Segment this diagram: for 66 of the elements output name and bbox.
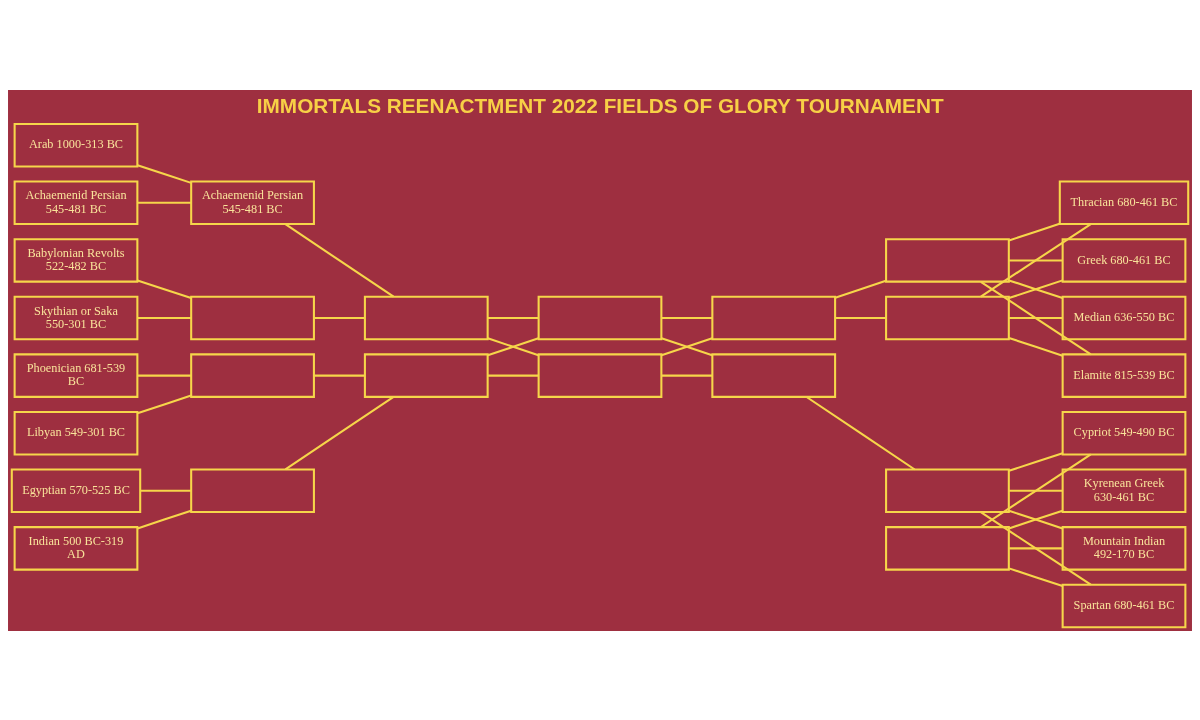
connector — [661, 316, 713, 319]
connector — [314, 374, 365, 377]
connector — [980, 280, 1092, 355]
node-box: Babylonian Revolts 522-482 BC — [13, 237, 139, 283]
connector — [806, 395, 916, 470]
node-box — [190, 352, 315, 398]
node-box: Libyan 549-301 BC — [13, 410, 139, 455]
node-box: Median 636-550 BC — [1061, 295, 1187, 340]
node-box — [885, 295, 1010, 340]
node-box — [711, 352, 837, 398]
node-box — [885, 525, 1010, 571]
connector — [1008, 336, 1063, 357]
connector — [1008, 278, 1063, 299]
node-box: Achaemenid Persian 545-481 BC — [13, 180, 139, 225]
connector — [1009, 316, 1063, 319]
connector — [834, 279, 887, 299]
node-box — [885, 468, 1010, 513]
node-box: Achaemenid Persian 545-481 BC — [190, 180, 315, 225]
node-box — [711, 295, 837, 340]
connector — [137, 509, 192, 529]
node-box: Cypriot 549-490 BC — [1061, 410, 1187, 455]
node-box: Phoenician 681-539 BC — [13, 352, 139, 398]
node-box: Elamite 815-539 BC — [1061, 352, 1187, 398]
node-box — [363, 295, 489, 340]
node-box: Thracian 680-461 BC — [1058, 180, 1190, 225]
connector — [137, 316, 192, 319]
node-box: Kyrenean Greek 630-461 BC — [1061, 468, 1187, 513]
node-box: Greek 680-461 BC — [1061, 237, 1187, 283]
connector — [137, 394, 192, 414]
connector — [487, 374, 539, 377]
node-box — [537, 352, 663, 398]
connector — [487, 336, 539, 356]
node-box: Mountain Indian 492-170 BC — [1061, 525, 1187, 571]
node-box — [190, 468, 315, 513]
connector — [1008, 222, 1060, 241]
connector — [487, 316, 539, 319]
node-box: Spartan 680-461 BC — [1061, 583, 1187, 628]
node-box: Arab 1000-313 BC — [13, 122, 139, 167]
diagram-title: IMMORTALS REENACTMENT 2022 FIELDS OF GLORY TOURNAMENT — [256, 93, 944, 117]
node-box — [537, 295, 663, 340]
node-box — [190, 295, 315, 340]
connector — [1009, 489, 1063, 492]
connector — [661, 336, 713, 356]
connector — [1009, 546, 1063, 549]
node-box: Egyptian 570-525 BC — [10, 468, 142, 513]
connector — [137, 201, 192, 204]
connector — [314, 316, 365, 319]
connector — [137, 374, 192, 377]
connector — [1009, 258, 1063, 261]
connector — [137, 278, 192, 299]
node-box: Skythian or Saka 550-301 BC — [13, 295, 139, 340]
connector — [980, 222, 1092, 297]
connector — [284, 395, 395, 470]
connector — [1008, 566, 1063, 587]
connector — [835, 316, 886, 319]
connector — [284, 222, 395, 298]
connector — [1008, 509, 1063, 529]
connector — [140, 489, 192, 492]
connector — [980, 510, 1092, 586]
node-box — [363, 352, 489, 398]
connector — [661, 374, 713, 377]
connector — [1008, 451, 1063, 472]
node-box: Indian 500 BC-319 AD — [13, 525, 139, 571]
node-box — [885, 237, 1010, 283]
connector — [980, 453, 1092, 528]
connector — [137, 163, 192, 184]
